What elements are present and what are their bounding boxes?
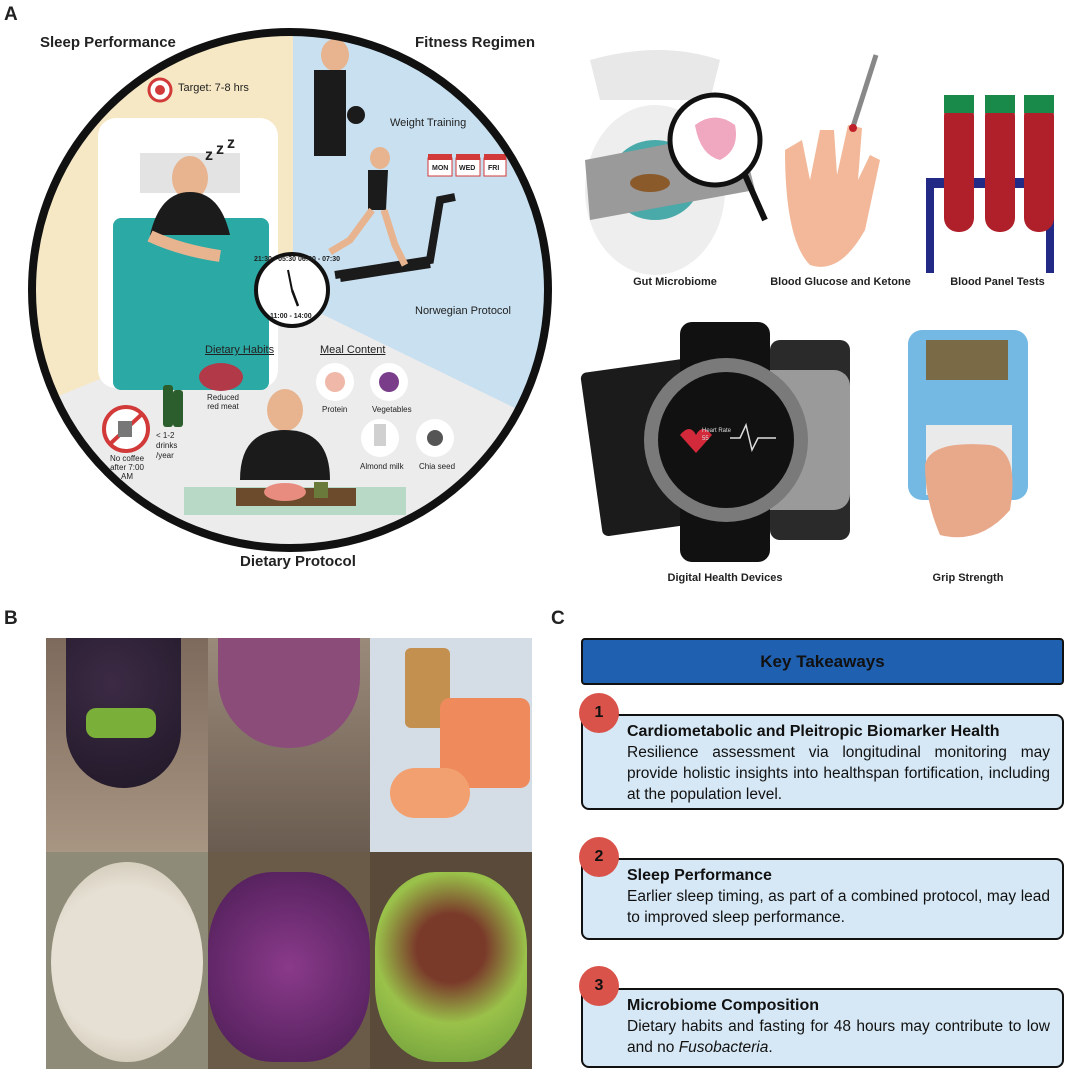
diner-torso xyxy=(240,430,330,480)
takeaway-title: Microbiome Composition xyxy=(627,997,819,1014)
takeaway-number-badge: 2 xyxy=(579,837,619,877)
norwegian-protocol-label: Norwegian Protocol xyxy=(415,305,511,317)
takeaway-box-3: Microbiome Composition Dietary habits an… xyxy=(581,988,1064,1068)
blood-glucose-label: Blood Glucose and Ketone xyxy=(770,276,911,288)
almond-milk-label: Almond milk xyxy=(360,462,404,471)
key-takeaways-header: Key Takeaways xyxy=(581,638,1064,685)
runner-head xyxy=(370,147,390,169)
takeaway-title: Cardiometabolic and Pleitropic Biomarker… xyxy=(627,723,1000,740)
circle-border xyxy=(28,28,552,552)
dumbbell-icon xyxy=(347,106,365,124)
dietary-protocol-title: Dietary Protocol xyxy=(240,553,356,570)
red-meat-icon xyxy=(199,363,243,391)
blood-glucose-icon xyxy=(785,54,880,267)
blood-panel-label: Blood Panel Tests xyxy=(950,276,1045,288)
sleep-performance-title: Sleep Performance xyxy=(40,34,176,51)
weight-training-label: Weight Training xyxy=(390,117,467,129)
grip-strength-icon xyxy=(908,330,1028,538)
drinks-label: < 1-2 drinks /year xyxy=(156,431,178,460)
chia-seed-label: Chia seed xyxy=(419,462,456,471)
takeaway-box-1: Cardiometabolic and Pleitropic Biomarker… xyxy=(581,714,1064,810)
bottle-icon xyxy=(163,385,173,427)
fitness-regimen-title: Fitness Regimen xyxy=(415,34,536,51)
runner-torso xyxy=(368,170,388,210)
sleeper-torso xyxy=(150,192,230,235)
svg-text:z: z xyxy=(216,141,224,158)
fusobacteria-term: Fusobacteria xyxy=(678,1039,769,1056)
protein-label: Protein xyxy=(322,405,348,414)
takeaway-number-badge: 3 xyxy=(579,966,619,1006)
dietary-habits-heading: Dietary Habits xyxy=(205,344,275,356)
clock-label-sleep: 21:30 - 05:30 xyxy=(254,256,297,263)
gut-microbiome-icon xyxy=(585,50,768,275)
bed-blanket xyxy=(113,218,269,390)
takeaway-box-2: Sleep Performance Earlier sleep timing, … xyxy=(581,858,1064,940)
gut-microbiome-label: Gut Microbiome xyxy=(633,276,717,288)
photo-chia-pudding xyxy=(46,852,208,1069)
heart-rate-value: 55 xyxy=(702,436,709,442)
photo-berries-cup xyxy=(46,638,208,852)
day-label: FRI xyxy=(488,165,500,172)
bowl xyxy=(264,483,306,501)
reduced-red-meat-label: Reduced red meat xyxy=(206,393,240,411)
takeaway-body: Dietary habits and fasting for 48 hours … xyxy=(627,1018,1050,1056)
panel-letter-c: C xyxy=(551,608,565,629)
digital-health-label: Digital Health Devices xyxy=(667,572,783,584)
photo-red-cabbage xyxy=(208,852,370,1069)
clock-label-meal: 11:00 - 14:00 xyxy=(270,313,312,320)
takeaway-number-badge: 1 xyxy=(579,693,619,733)
day-label: WED xyxy=(459,165,476,172)
takeaway-body: Resilience assessment via longitudinal m… xyxy=(627,744,1050,803)
svg-text:z: z xyxy=(227,135,235,152)
photo-salad xyxy=(370,852,532,1069)
sleeper-head xyxy=(172,156,208,200)
photo-sushi xyxy=(370,638,532,852)
smartwatch-icon xyxy=(580,322,850,562)
blood-panel-icon xyxy=(926,95,1054,273)
heart-rate-label: Heart Rate xyxy=(702,428,732,434)
grip-strength-label: Grip Strength xyxy=(932,572,1004,584)
takeaway-body: Earlier sleep timing, as part of a combi… xyxy=(627,888,1050,926)
lifter-torso xyxy=(314,70,346,120)
no-coffee-label: No coffee after 7:00 AM xyxy=(109,454,145,481)
diner-head xyxy=(267,389,303,431)
sleep-target-label: Target: 7-8 hrs xyxy=(178,82,249,94)
lifestyle-circle-illustration: z z z xyxy=(28,28,552,552)
calendar-icons xyxy=(427,154,507,177)
day-label: MON xyxy=(432,165,449,172)
svg-text:z: z xyxy=(205,147,213,164)
takeaway-title: Sleep Performance xyxy=(627,867,772,884)
lifter-head xyxy=(321,39,349,71)
devices-illustration xyxy=(580,50,1054,562)
meal-content-heading: Meal Content xyxy=(320,344,386,356)
photo-smoothie xyxy=(208,638,370,852)
panel-letter-b: B xyxy=(4,608,18,629)
vegetables-label: Vegetables xyxy=(372,405,412,414)
clock-label-exercise: 06:00 - 07:30 xyxy=(298,256,341,263)
panel-letter-a: A xyxy=(4,4,18,25)
